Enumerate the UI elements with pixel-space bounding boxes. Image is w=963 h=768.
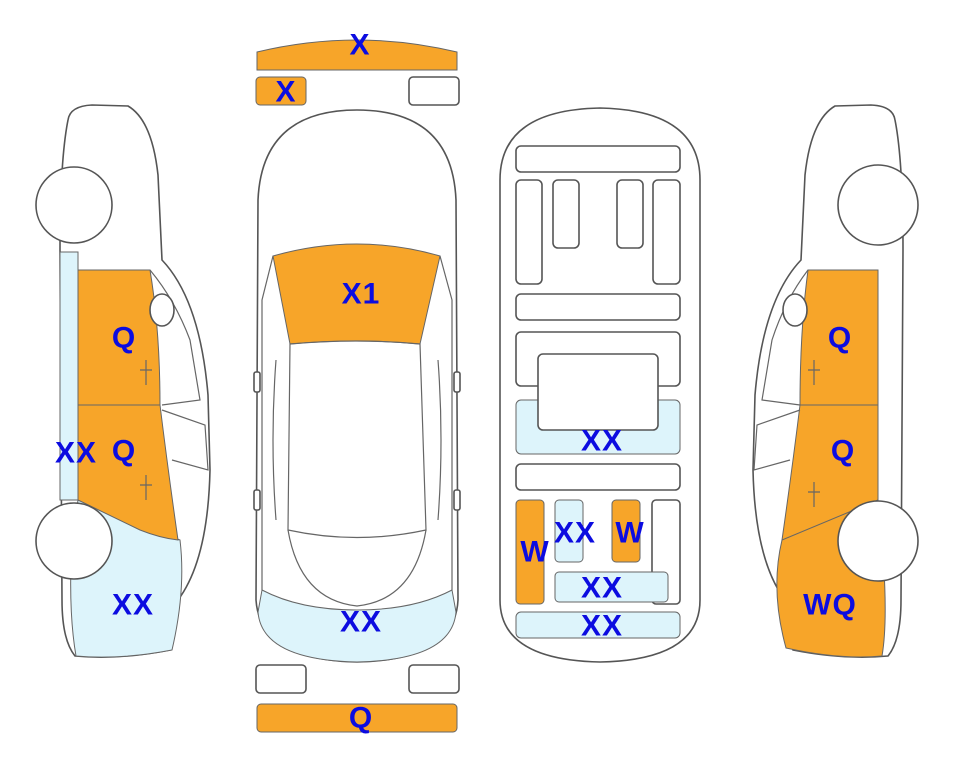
rear-bumper-panel[interactable]: [256, 703, 458, 733]
interior-center-right-panel[interactable]: [611, 499, 641, 563]
left-rear-door-label: Q: [112, 435, 136, 468]
interior-left-strip-label: W: [520, 536, 549, 569]
front-bumper-panel[interactable]: [256, 39, 458, 71]
front-right-corner-panel[interactable]: [408, 76, 460, 106]
rear-bumper-label: Q: [349, 702, 373, 735]
trunk-label: XX: [340, 606, 382, 639]
left-side-view: Q Q XX XX: [35, 104, 211, 658]
interior-center-left-label: XX: [554, 517, 596, 550]
left-rear-quarter-label: XX: [112, 589, 154, 622]
front-bumper-label: X: [349, 29, 370, 62]
right-side-view: Q Q WQ: [752, 104, 919, 658]
interior-lower-center-label: XX: [581, 572, 623, 605]
left-rear-wheel: [35, 502, 113, 580]
front-bumper-group: X X: [255, 29, 460, 109]
right-rear-wheel: [837, 500, 919, 582]
front-left-corner-label: X: [275, 76, 296, 109]
interior-center-left-panel[interactable]: [554, 499, 584, 563]
right-front-wheel: [837, 164, 919, 246]
interior-view: XX W XX W XX XX: [499, 107, 701, 663]
interior-bottom-panel[interactable]: [515, 611, 681, 639]
interior-bottom-label: XX: [581, 610, 623, 643]
left-front-door-label: Q: [112, 322, 136, 355]
interior-middle-label: XX: [581, 425, 623, 458]
top-view: X1 XX: [253, 109, 461, 663]
left-front-wheel: [35, 166, 113, 244]
right-front-door-label: Q: [828, 322, 852, 355]
front-left-corner-panel[interactable]: [255, 76, 307, 106]
interior-center-right-label: W: [615, 517, 644, 550]
right-rear-door-label: Q: [831, 435, 855, 468]
left-rear-door-panel[interactable]: [77, 404, 179, 541]
top-body-outline: [255, 109, 459, 663]
trunk-panel[interactable]: [257, 589, 457, 663]
hood-label: X1: [342, 278, 381, 311]
rear-bumper-group: Q: [255, 664, 460, 735]
rear-right-corner-panel[interactable]: [408, 664, 460, 694]
interior-left-strip[interactable]: [515, 499, 545, 605]
rear-left-corner-panel[interactable]: [255, 664, 307, 694]
right-rear-quarter-label: WQ: [803, 589, 857, 622]
interior-lower-center-panel[interactable]: [554, 571, 669, 603]
left-rocker-label: XX: [55, 437, 97, 470]
